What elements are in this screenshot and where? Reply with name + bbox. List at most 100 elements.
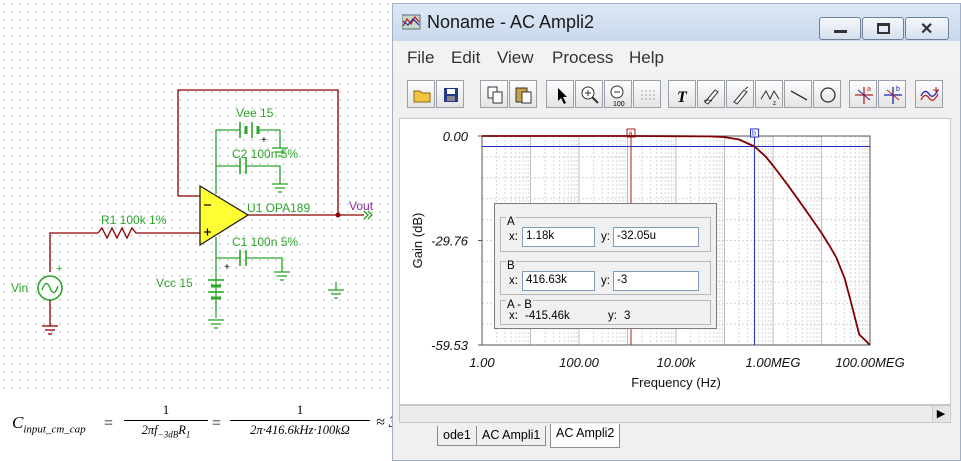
tab-ode1[interactable]: ode1: [437, 426, 477, 446]
x-tick-label: 1.00: [469, 355, 495, 370]
ground-icon: [328, 282, 344, 299]
wave-button[interactable]: z: [755, 80, 783, 108]
vout-terminal[interactable]: [363, 210, 369, 220]
cursor-a-icon: a: [855, 86, 873, 104]
zoom-in-icon: [581, 86, 599, 104]
zoom-in-button[interactable]: [575, 80, 603, 108]
gain-series-line: [482, 135, 871, 346]
zoom-100-icon: 100: [610, 85, 625, 108]
a-y-label: y:: [601, 231, 610, 243]
line-icon: [790, 90, 808, 101]
horizontal-scrollbar[interactable]: ▶: [399, 405, 951, 423]
cursor-a-y-field[interactable]: -32.05u: [613, 227, 699, 247]
text-icon: T: [677, 89, 688, 106]
waveform-button[interactable]: [915, 80, 943, 108]
cursor-a-group: A x: 1.18k y: -32.05u: [500, 216, 711, 252]
copy-button[interactable]: [480, 80, 508, 108]
window-title: Noname - AC Ampli2: [427, 12, 595, 32]
menu-view[interactable]: View: [497, 48, 534, 67]
cursor-a-label: A: [506, 216, 516, 228]
x-tick-label: 10.00k: [656, 355, 697, 370]
menu-process[interactable]: Process: [552, 48, 614, 67]
tab-ac-ampli1[interactable]: AC Ampli1: [476, 426, 547, 446]
open-button[interactable]: [407, 80, 435, 108]
circle-icon: [820, 87, 836, 103]
svg-text:+: +: [56, 263, 62, 275]
ab-x-label: x:: [509, 310, 518, 322]
formula-lhs: Cinput_cm_cap: [12, 413, 86, 436]
minimize-button[interactable]: [819, 17, 861, 40]
svg-text:+: +: [224, 262, 230, 273]
waveform-icon: [920, 87, 939, 101]
text-button[interactable]: T: [668, 80, 696, 108]
svg-text:b: b: [896, 86, 900, 93]
cursor-readout-panel: A x: 1.18k y: -32.05u B x: 416.63k y: -3…: [494, 203, 717, 329]
label-u1: U1 OPA189: [247, 201, 310, 215]
minimize-icon: [834, 30, 847, 33]
x-tick-label: 1.00MEG: [746, 355, 801, 370]
app-icon: [402, 14, 421, 30]
zoom-100-button[interactable]: 100: [604, 80, 632, 108]
close-button[interactable]: ✕: [905, 17, 949, 40]
y-tick-label: -29.76: [431, 234, 469, 249]
copy-icon: [487, 86, 503, 104]
menu-file[interactable]: File: [407, 48, 435, 67]
fraction-1: 1 2πf−3dBR1: [124, 402, 208, 440]
equals-sign-2: =: [212, 415, 222, 432]
x-tick-label: 100.00MEG: [835, 355, 904, 370]
cursor-a-button[interactable]: a: [849, 80, 877, 108]
grid-button[interactable]: [633, 80, 661, 108]
label-vee: Vee 15: [236, 106, 274, 120]
x-axis-label: Frequency (Hz): [631, 375, 721, 390]
cursor-b-y-field[interactable]: -3: [613, 271, 699, 291]
menu-edit[interactable]: Edit: [451, 48, 481, 67]
b-x-label: x:: [509, 275, 518, 287]
close-icon: ✕: [920, 21, 934, 38]
fraction-2: 1 2π·416.6kHz·100kΩ: [230, 402, 370, 438]
output-node: [335, 212, 341, 218]
schematic-canvas[interactable]: + + +: [0, 0, 392, 395]
label-c1: C1 100n 5%: [232, 235, 298, 249]
svg-text:z: z: [773, 101, 776, 107]
save-button[interactable]: [436, 80, 464, 108]
scroll-right-icon[interactable]: ▶: [932, 406, 949, 422]
label-vcc: Vcc 15: [156, 276, 193, 290]
svg-text:a: a: [867, 86, 871, 93]
pen-marker-button[interactable]: [726, 80, 754, 108]
input-wire: [49, 232, 98, 272]
cursor-b-marker: [750, 128, 760, 138]
equals-sign: =: [104, 415, 114, 432]
resistor-r1[interactable]: [97, 226, 138, 240]
svg-text:+: +: [261, 135, 267, 146]
svg-text:100: 100: [613, 101, 625, 108]
tab-strip: ode1 AC Ampli1 AC Ampli2: [393, 424, 960, 448]
label-r1: R1 100k 1%: [101, 213, 167, 227]
menu-help[interactable]: Help: [629, 48, 664, 67]
cursor-a-tag: a: [628, 131, 632, 138]
cursor-a-x-field[interactable]: 1.18k: [522, 227, 595, 247]
pen-icon: [703, 89, 719, 105]
b-y-label: y:: [601, 275, 610, 287]
paste-icon: [515, 87, 532, 104]
ground-icon: [42, 325, 58, 335]
opamp-u1[interactable]: [199, 184, 250, 247]
capacitance-formula: Cinput_cm_cap = 1 2πf−3dBR1 = 1 2π·416.6…: [0, 396, 440, 461]
maximize-icon: [877, 23, 890, 34]
label-vout: Vout: [349, 199, 374, 213]
svg-text:T: T: [677, 89, 688, 106]
cursor-diff-group: A - B x: -415.46k y: 3: [500, 299, 711, 325]
cursor-b-button[interactable]: b: [878, 80, 906, 108]
cursor-b-x-field[interactable]: 416.63k: [522, 271, 595, 291]
cursor-b-icon: b: [884, 86, 902, 104]
cursor-b-tag: b: [752, 131, 756, 138]
title-bar[interactable]: Noname - AC Ampli2 ✕: [393, 4, 960, 41]
pen-button[interactable]: [697, 80, 725, 108]
paste-button[interactable]: [509, 80, 537, 108]
tab-ac-ampli2[interactable]: AC Ampli2: [550, 424, 621, 448]
toolbar: 100 T z a b: [393, 76, 960, 116]
maximize-button[interactable]: [862, 17, 904, 40]
circle-button[interactable]: [813, 80, 841, 108]
line-button[interactable]: [784, 80, 812, 108]
pointer-button[interactable]: [546, 80, 574, 108]
